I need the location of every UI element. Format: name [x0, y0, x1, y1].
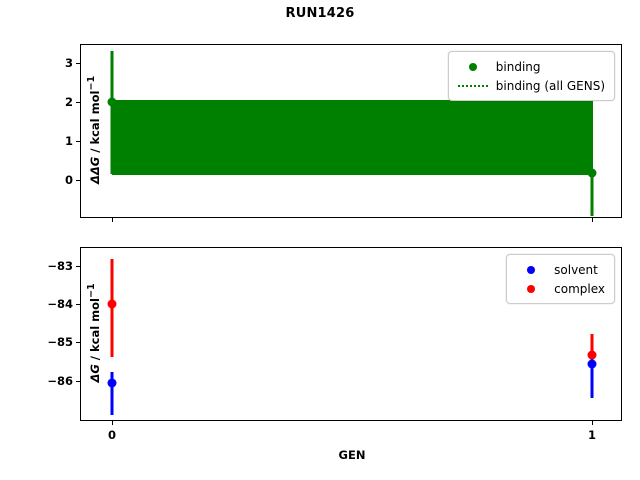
binding-point-gen0	[107, 97, 117, 107]
bottom-ytick-m84-mark	[76, 304, 81, 305]
top-legend[interactable]: binding binding (all GENS)	[447, 51, 615, 101]
solvent-errorbar-gen1	[590, 353, 594, 398]
top-plot-area	[81, 45, 621, 217]
solvent-marker-icon	[514, 265, 548, 274]
complex-point-gen1	[587, 350, 597, 360]
bottom-xtick-0-label: 0	[107, 428, 117, 442]
bottom-ytick-m83-label: −83	[47, 259, 73, 273]
legend-label-complex: complex	[554, 281, 605, 296]
legend-entry-binding-all-gens[interactable]: binding (all GENS)	[456, 76, 605, 95]
bottom-xtick-1-label: 1	[587, 428, 597, 442]
binding-errorbar-gen0	[110, 51, 114, 174]
solvent-point-gen0	[107, 378, 117, 388]
legend-label-solvent: solvent	[554, 262, 598, 277]
top-ytick-3-label: 3	[64, 56, 73, 70]
legend-entry-binding[interactable]: binding	[456, 57, 605, 76]
top-ytick-0-mark	[76, 180, 81, 181]
bottom-ytick-m84-label: −84	[47, 297, 73, 311]
solvent-errorbar-gen0	[110, 372, 114, 415]
bottom-ytick-m85-mark	[76, 342, 81, 343]
complex-marker-icon	[514, 284, 548, 293]
top-ytick-3-mark	[76, 63, 81, 64]
top-ytick-2-label: 2	[64, 95, 73, 109]
binding-marker-icon	[456, 62, 490, 71]
legend-entry-complex[interactable]: complex	[514, 279, 605, 298]
xaxis-label: GEN	[338, 448, 366, 462]
legend-label-binding-all-gens: binding (all GENS)	[495, 78, 605, 93]
binding-errorbar-gen1	[590, 171, 594, 216]
bottom-xtick-0-mark	[112, 420, 113, 425]
bottom-legend[interactable]: solvent complex	[506, 254, 615, 304]
top-ytick-1-mark	[76, 141, 81, 142]
binding-point-gen1	[587, 168, 597, 178]
bottom-plot-area	[81, 248, 621, 420]
legend-label-binding: binding	[495, 59, 541, 74]
binding-all-gens-band	[112, 100, 593, 175]
complex-point-gen0	[107, 299, 117, 309]
top-ytick-0-label: 0	[64, 173, 73, 187]
top-ytick-1-label: 1	[64, 134, 73, 148]
top-ytick-2-mark	[76, 102, 81, 103]
top-xtick-1-mark	[592, 217, 593, 222]
top-xtick-0-mark	[112, 217, 113, 222]
bottom-ytick-m83-mark	[76, 266, 81, 267]
solvent-point-gen1	[587, 359, 597, 369]
bottom-ytick-m86-mark	[76, 381, 81, 382]
top-subplot-binding: 3 2 1 0 ΔΔG / kcal mol−1	[65, 44, 622, 222]
bottom-xtick-1-mark	[592, 420, 593, 425]
figure-title: RUN1426	[285, 6, 355, 21]
legend-entry-solvent[interactable]: solvent	[514, 260, 605, 279]
bottom-ytick-m85-label: −85	[47, 335, 73, 349]
bottom-subplot-dg: −83 −84 −85 −86 0 1 ΔG / kcal mol−1 GEN	[47, 247, 622, 462]
bottom-ytick-m86-label: −86	[47, 374, 73, 388]
dotted-line-icon	[456, 84, 490, 87]
